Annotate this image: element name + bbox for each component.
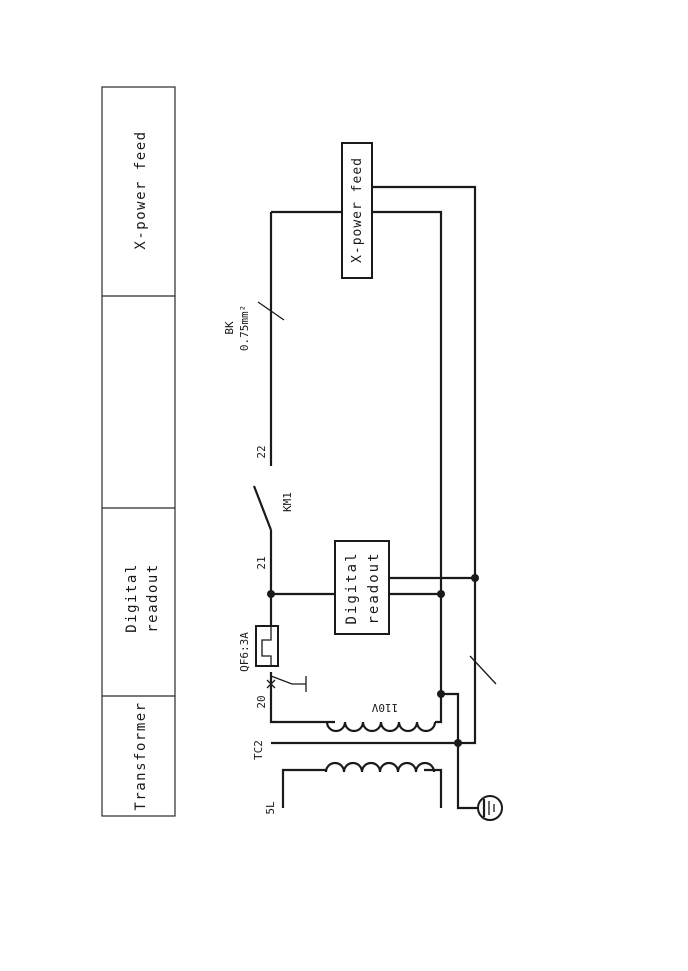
breaker-lever bbox=[270, 675, 306, 685]
ground bbox=[437, 690, 503, 821]
ground-lead bbox=[456, 743, 478, 810]
cable-size-label: 0.75mm² bbox=[238, 305, 251, 351]
primary-winding bbox=[324, 761, 436, 773]
cable-tick bbox=[257, 301, 285, 321]
breaker-body bbox=[255, 625, 279, 667]
node-20-label: 20 bbox=[255, 695, 268, 708]
km1-label: KM1 bbox=[281, 492, 294, 512]
ground-link bbox=[441, 692, 460, 743]
transformer-tc2: TC2 5L 110V bbox=[252, 690, 458, 815]
title-block-frame bbox=[101, 86, 176, 817]
digital-readout: Digital readout bbox=[271, 540, 479, 635]
readout-box bbox=[334, 540, 390, 635]
x-power-feed: X-power feed bbox=[271, 142, 497, 745]
tc2-label: TC2 bbox=[252, 740, 265, 760]
breaker-cross bbox=[266, 679, 276, 689]
contactor-km1: 21 KM1 22 BK 0.75mm² bbox=[223, 212, 294, 598]
breaker-qf6: QF6:3A 20 bbox=[238, 594, 307, 709]
node-22-label: 22 bbox=[255, 445, 268, 458]
readout-line2: readout bbox=[366, 551, 382, 624]
cable-tick bbox=[469, 655, 497, 685]
km1-contact-blade bbox=[252, 485, 273, 531]
x-power-feed-box bbox=[341, 142, 373, 279]
title-cell-readout: readout bbox=[145, 563, 161, 633]
primary-lead-right bbox=[424, 768, 443, 808]
secondary-voltage-label: 110V bbox=[371, 701, 398, 714]
cable-color-label: BK bbox=[223, 321, 236, 335]
title-block: X-power feed Digital readout Transformer bbox=[101, 86, 176, 817]
thermal-element bbox=[261, 626, 272, 666]
title-cell-digital: Digital bbox=[124, 563, 140, 633]
title-cell-transformer: Transformer bbox=[133, 701, 149, 810]
primary-lead-left bbox=[281, 768, 326, 808]
readout-line1: Digital bbox=[344, 551, 360, 624]
secondary-lead-right bbox=[435, 694, 443, 724]
feed-wire bbox=[372, 185, 477, 745]
breaker-label: QF6:3A bbox=[238, 632, 251, 672]
secondary-winding bbox=[325, 721, 437, 733]
title-cell-x-power-feed: X-power feed bbox=[133, 130, 149, 249]
x-power-feed-label: X-power feed bbox=[350, 157, 365, 263]
secondary-lead-left bbox=[269, 690, 335, 724]
primary-terminal-label: 5L bbox=[264, 801, 277, 815]
ground-icon bbox=[477, 795, 503, 821]
node-21-label: 21 bbox=[255, 556, 268, 569]
return-wire bbox=[372, 210, 443, 694]
